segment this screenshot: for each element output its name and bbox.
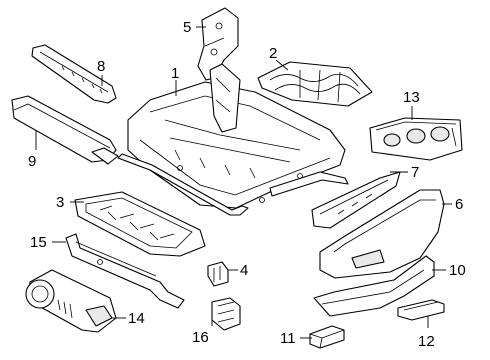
callout-16: 16 <box>192 329 209 346</box>
part-2-spring-mat <box>257 61 373 107</box>
callout-4: 4 <box>240 262 248 279</box>
callout-3: 3 <box>56 194 64 211</box>
callout-9: 9 <box>28 153 36 170</box>
part-16-connector <box>211 297 241 331</box>
callout-12: 12 <box>418 333 435 350</box>
callout-labels: 1 2 3 4 5 6 7 8 9 10 11 12 13 14 15 16 <box>28 19 466 350</box>
part-12-piece <box>397 299 445 321</box>
callout-2: 2 <box>269 45 277 62</box>
part-15-bracket-strip <box>65 233 185 309</box>
part-8-trim-strip <box>31 44 117 104</box>
part-6-side-shield <box>319 189 445 279</box>
callout-1: 1 <box>171 65 179 82</box>
part-13-switch-module <box>369 117 463 161</box>
callout-8: 8 <box>97 58 105 75</box>
part-14-motor <box>25 269 117 333</box>
part-7-side-bracket <box>311 171 401 229</box>
callout-13: 13 <box>403 89 420 106</box>
part-3-seat-pan <box>74 191 206 257</box>
callout-15: 15 <box>30 234 47 251</box>
part-4-clip <box>207 261 229 287</box>
part-1-seat-frame <box>117 63 349 216</box>
callout-11: 11 <box>280 330 296 347</box>
part-9-side-cover <box>11 95 119 165</box>
part-10-lower-trim <box>313 255 435 317</box>
part-11-block <box>309 325 345 349</box>
callout-14: 14 <box>128 310 145 327</box>
leader-lines <box>35 26 452 339</box>
callout-6: 6 <box>455 196 463 213</box>
callout-5: 5 <box>183 19 191 36</box>
callout-7: 7 <box>411 164 419 181</box>
part-5-bracket <box>197 7 239 81</box>
callout-10: 10 <box>449 262 466 279</box>
